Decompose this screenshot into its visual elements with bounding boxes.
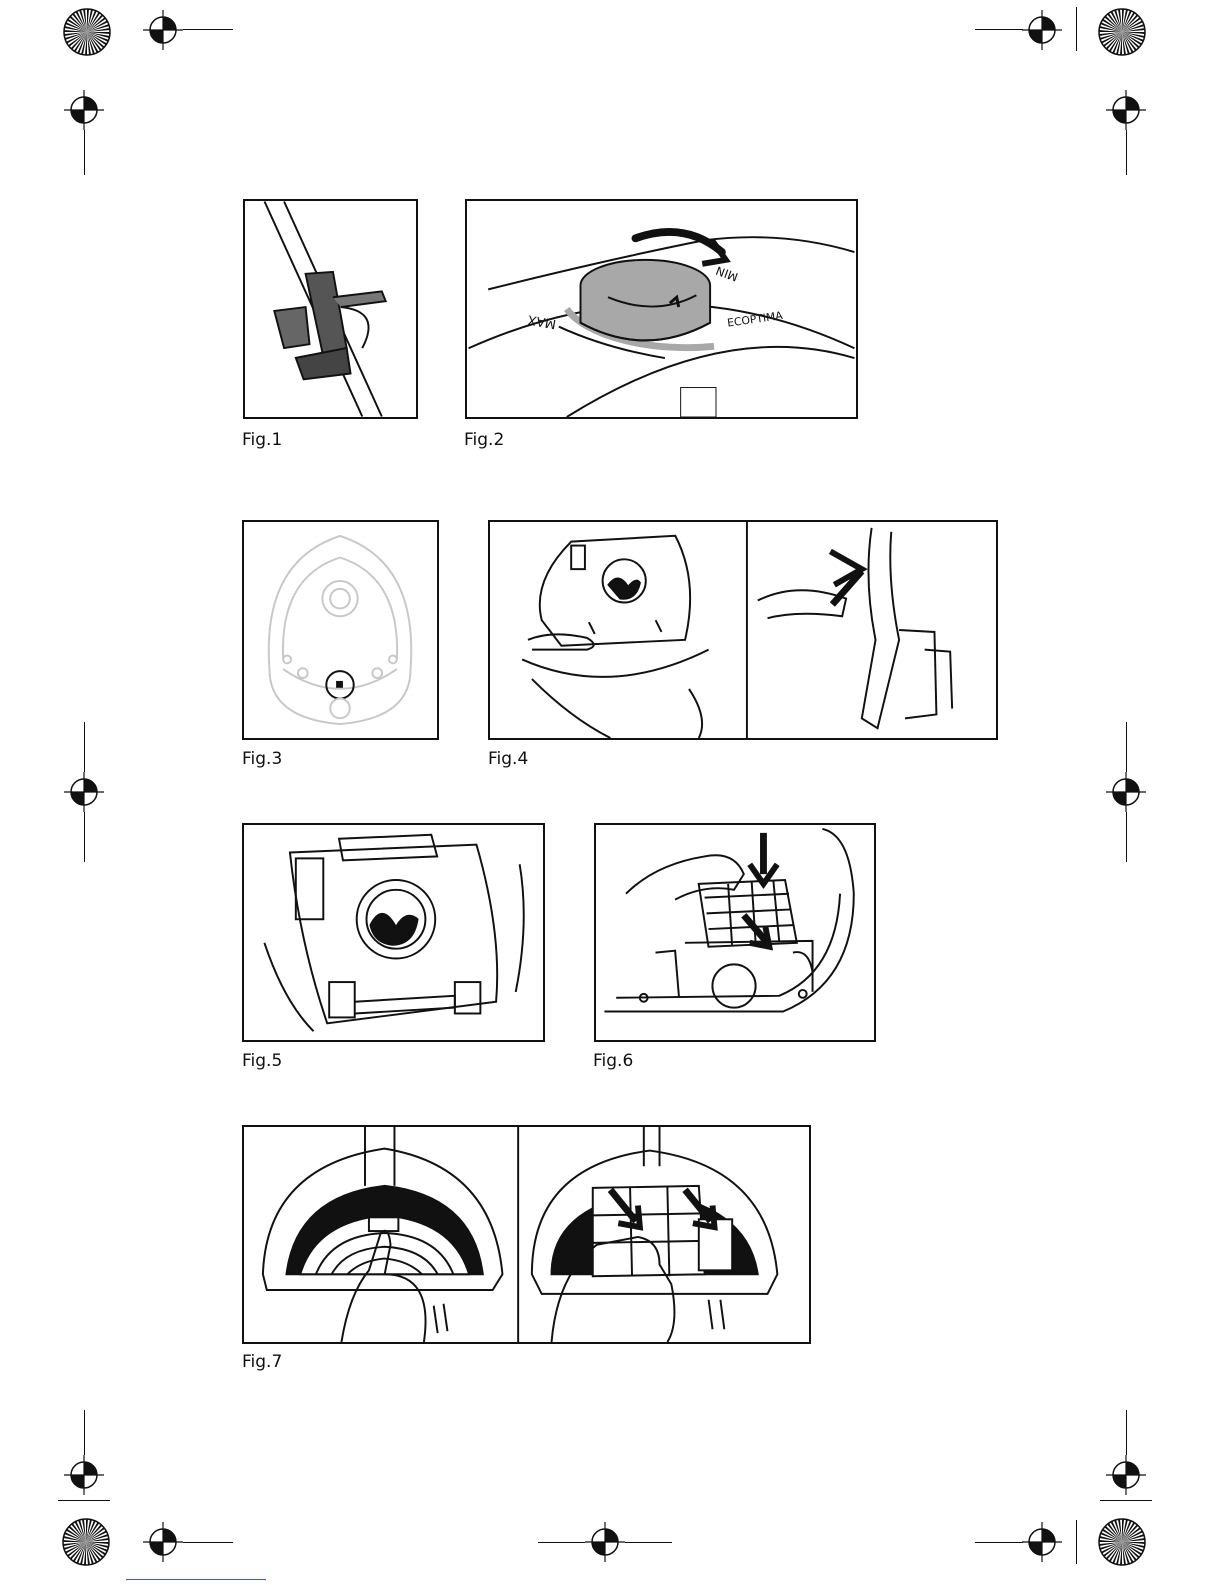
figure-3-illustration bbox=[242, 520, 439, 740]
crop-line bbox=[1100, 1500, 1152, 1501]
crosshair-mark-icon bbox=[1022, 1522, 1062, 1562]
crop-line bbox=[183, 1542, 233, 1543]
figure-3-caption: Fig.3 bbox=[242, 749, 282, 769]
crop-line bbox=[538, 1542, 585, 1543]
crop-line bbox=[84, 130, 85, 175]
crop-line bbox=[84, 722, 85, 772]
figure-5-illustration bbox=[242, 823, 545, 1042]
link-underline bbox=[126, 1579, 266, 1580]
starburst-mark-icon bbox=[62, 1518, 110, 1566]
figure-5-caption: Fig.5 bbox=[242, 1051, 282, 1071]
crosshair-mark-icon bbox=[143, 10, 183, 50]
starburst-mark-icon bbox=[1098, 1518, 1146, 1566]
starburst-mark-icon bbox=[63, 8, 111, 56]
crop-line bbox=[183, 29, 233, 30]
figure-1-illustration bbox=[243, 199, 418, 419]
crop-line bbox=[58, 1500, 110, 1501]
figure-7-caption: Fig.7 bbox=[242, 1352, 282, 1372]
crop-line bbox=[975, 1542, 1023, 1543]
crosshair-mark-icon bbox=[1022, 10, 1062, 50]
starburst-mark-icon bbox=[1098, 8, 1146, 56]
dial-min-label: MIN bbox=[714, 263, 740, 284]
crop-line bbox=[625, 1542, 672, 1543]
dial-eco-label: ECOPTIMA bbox=[726, 309, 784, 330]
figure-2-caption: Fig.2 bbox=[464, 430, 504, 450]
figure-6-illustration bbox=[594, 823, 876, 1042]
crop-line bbox=[1126, 812, 1127, 862]
crosshair-mark-icon bbox=[143, 1522, 183, 1562]
crop-line bbox=[1076, 1520, 1077, 1564]
crosshair-mark-icon bbox=[1106, 1455, 1146, 1495]
figure-4-caption: Fig.4 bbox=[488, 749, 528, 769]
crop-line bbox=[84, 1410, 85, 1455]
crosshair-mark-icon bbox=[64, 772, 104, 812]
crosshair-mark-icon bbox=[585, 1522, 625, 1562]
figure-7-illustration bbox=[242, 1125, 811, 1344]
figure-1-caption: Fig.1 bbox=[242, 430, 282, 450]
crop-line bbox=[1076, 7, 1077, 51]
figure-4-illustration bbox=[488, 520, 998, 740]
figure-2-illustration: MAX MIN ECOPTIMA bbox=[465, 199, 858, 419]
dial-max-label: MAX bbox=[526, 311, 557, 331]
crop-line bbox=[1126, 722, 1127, 772]
figure-6-caption: Fig.6 bbox=[593, 1051, 633, 1071]
crop-line bbox=[84, 812, 85, 862]
crosshair-mark-icon bbox=[1106, 772, 1146, 812]
crosshair-mark-icon bbox=[1106, 90, 1146, 130]
crop-line bbox=[1126, 1410, 1127, 1455]
crop-line bbox=[1126, 130, 1127, 175]
crop-line bbox=[975, 29, 1023, 30]
crosshair-mark-icon bbox=[64, 90, 104, 130]
crosshair-mark-icon bbox=[64, 1455, 104, 1495]
